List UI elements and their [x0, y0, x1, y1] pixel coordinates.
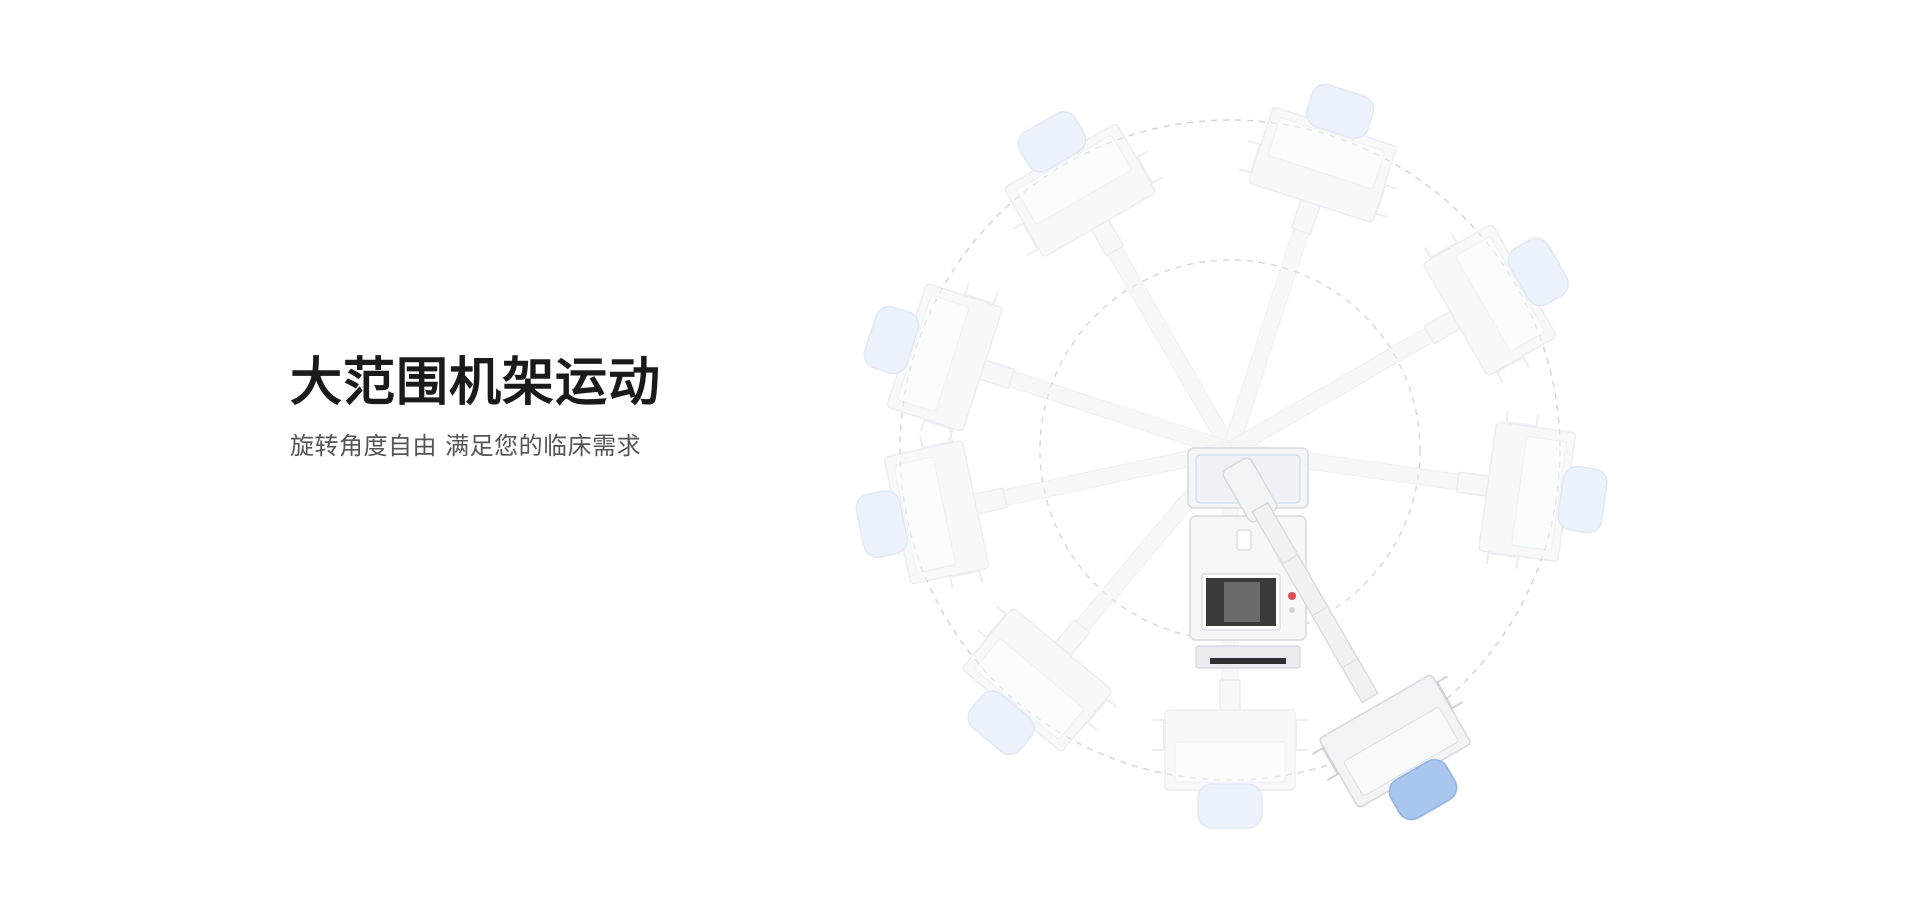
page-subtitle: 旋转角度自由 满足您的临床需求	[290, 432, 642, 460]
gantry-rotation-illustration	[840, 30, 1700, 890]
page-title: 大范围机架运动	[290, 353, 662, 413]
hero-text: 大范围机架运动 旋转角度自由 满足您的临床需求	[290, 350, 810, 462]
gantry-rotation-svg	[843, 65, 1617, 829]
inner-guide-circle	[1039, 259, 1421, 641]
active-gantry-arm	[1222, 457, 1471, 821]
ghost-positions	[843, 65, 1617, 829]
gantry-cabinet	[1187, 447, 1309, 669]
